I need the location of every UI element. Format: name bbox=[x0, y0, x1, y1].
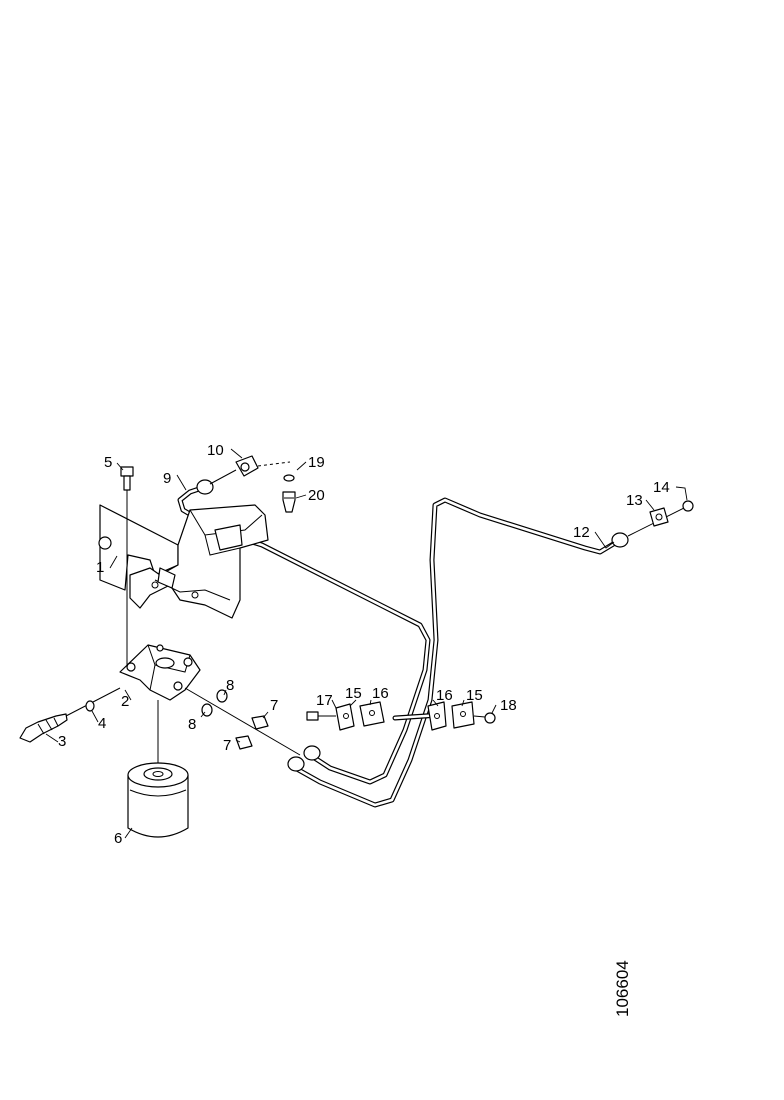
callout-label: 5 bbox=[104, 454, 112, 471]
adaptor-fitting bbox=[649, 507, 669, 527]
callout-label: 1 bbox=[96, 559, 104, 576]
callout-label: 8 bbox=[226, 677, 234, 694]
callout-label: 10 bbox=[207, 442, 224, 459]
pipe-clamp-left bbox=[335, 701, 385, 731]
callout-label: 17 bbox=[316, 692, 333, 709]
callout-label: 16 bbox=[372, 685, 389, 702]
pipe-nut bbox=[287, 745, 321, 772]
callout-label: 12 bbox=[573, 524, 590, 541]
callout-label: 15 bbox=[466, 687, 483, 704]
filter-head bbox=[119, 644, 201, 701]
mounting-bracket bbox=[98, 504, 269, 619]
pipe-end-nut bbox=[196, 479, 214, 495]
clip-nut bbox=[473, 712, 496, 724]
union-axis-line bbox=[184, 687, 301, 756]
callout-label: 19 bbox=[308, 454, 325, 471]
sensor-plug bbox=[19, 713, 68, 743]
bleed-screw bbox=[282, 491, 296, 513]
banjo-dashed-line bbox=[257, 461, 291, 467]
document-number: 106604 bbox=[613, 960, 632, 1017]
callout-label: 7 bbox=[270, 697, 278, 714]
union-connector bbox=[235, 715, 269, 750]
pipe-end-union bbox=[611, 532, 629, 548]
callout-label: 6 bbox=[114, 830, 122, 847]
callout-label: 14 bbox=[653, 479, 670, 496]
callout-label: 13 bbox=[626, 492, 643, 509]
banjo-axis-line bbox=[209, 469, 237, 485]
leader-lines bbox=[45, 448, 688, 839]
callout-label: 9 bbox=[163, 470, 171, 487]
callout-label: 4 bbox=[98, 715, 106, 732]
pipe-clamp-right bbox=[427, 701, 475, 731]
sealing-washer-small bbox=[682, 500, 694, 512]
callout-label: 8 bbox=[188, 716, 196, 733]
bolt bbox=[120, 466, 134, 491]
callout-label: 3 bbox=[58, 733, 66, 750]
banjo-fitting bbox=[235, 455, 259, 477]
seal-ring bbox=[283, 474, 295, 482]
fuel-pipe-main bbox=[177, 484, 431, 785]
callout-label: 15 bbox=[345, 685, 362, 702]
fuel-filter-cartridge bbox=[127, 762, 189, 838]
clip-screw bbox=[306, 711, 336, 721]
callout-label: 7 bbox=[223, 737, 231, 754]
callout-label: 2 bbox=[121, 693, 129, 710]
fuel-pipe-return bbox=[292, 497, 623, 808]
callout-label: 16 bbox=[436, 687, 453, 704]
sealing-washer bbox=[85, 700, 95, 712]
callout-label: 20 bbox=[308, 487, 325, 504]
callout-labels: 5 1 2 3 4 6 9 10 19 20 8 8 7 7 12 13 14 … bbox=[58, 442, 670, 847]
callout-label: 18 bbox=[500, 697, 517, 714]
copper-washer bbox=[201, 689, 228, 717]
